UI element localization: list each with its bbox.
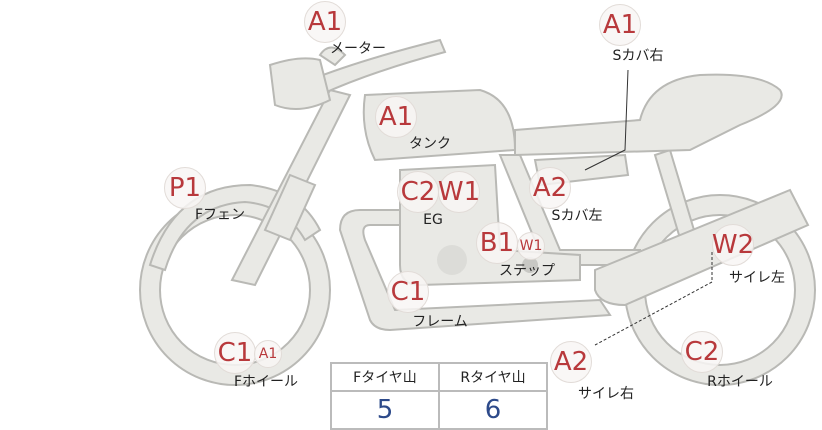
damage-code-frame[interactable]: C1 <box>387 271 429 313</box>
part-label-frame: フレーム <box>412 314 468 330</box>
part-label-side-cover-right: Sカバ右 <box>612 48 664 64</box>
damage-code-engine[interactable]: C2 <box>397 171 439 213</box>
damage-code-engine-2[interactable]: W1 <box>438 171 480 213</box>
damage-code-step[interactable]: B1 <box>476 222 518 264</box>
damage-code-side-cover-left[interactable]: A2 <box>529 167 571 209</box>
headlight <box>268 57 332 110</box>
part-label-meter: メーター <box>330 41 386 57</box>
damage-code-front-fender[interactable]: P1 <box>164 167 206 209</box>
part-label-side-cover-left: Sカバ左 <box>551 208 603 224</box>
damage-code-step-2[interactable]: W1 <box>517 232 545 260</box>
seat <box>514 73 783 157</box>
frame <box>338 209 612 332</box>
damage-code-rear-wheel[interactable]: C2 <box>681 331 723 373</box>
part-label-engine: EG <box>423 212 443 228</box>
part-label-step: ステップ <box>499 263 555 279</box>
damage-code-silencer-right[interactable]: A2 <box>550 341 592 383</box>
damage-code-front-wheel[interactable]: C1 <box>214 332 256 374</box>
part-label-front-wheel: Fホイール <box>233 374 299 390</box>
part-label-silencer-right: サイレ右 <box>578 386 634 402</box>
front-tire-header: Fタイヤ山 <box>330 362 440 392</box>
damage-code-tank[interactable]: A1 <box>375 96 417 138</box>
damage-code-silencer-left[interactable]: W2 <box>712 224 754 266</box>
part-label-rear-wheel: Rホイール <box>707 374 773 390</box>
damage-code-front-wheel-2[interactable]: A1 <box>254 340 282 368</box>
tire-tread-table: Fタイヤ山 Rタイヤ山 5 6 <box>330 362 548 430</box>
rear-tire-value: 6 <box>438 390 548 430</box>
damage-code-meter[interactable]: A1 <box>304 1 346 43</box>
leader-line-silencer <box>594 252 713 346</box>
part-label-silencer-left: サイレ左 <box>729 270 785 286</box>
part-label-tank: タンク <box>409 136 451 152</box>
leader-line-scover-right <box>584 69 629 171</box>
part-label-front-fender: Fフェン <box>194 207 246 223</box>
damage-code-side-cover-right[interactable]: A1 <box>599 4 641 46</box>
handlebar <box>308 38 447 97</box>
rear-tire-header: Rタイヤ山 <box>438 362 548 392</box>
front-tire-value: 5 <box>330 390 440 430</box>
